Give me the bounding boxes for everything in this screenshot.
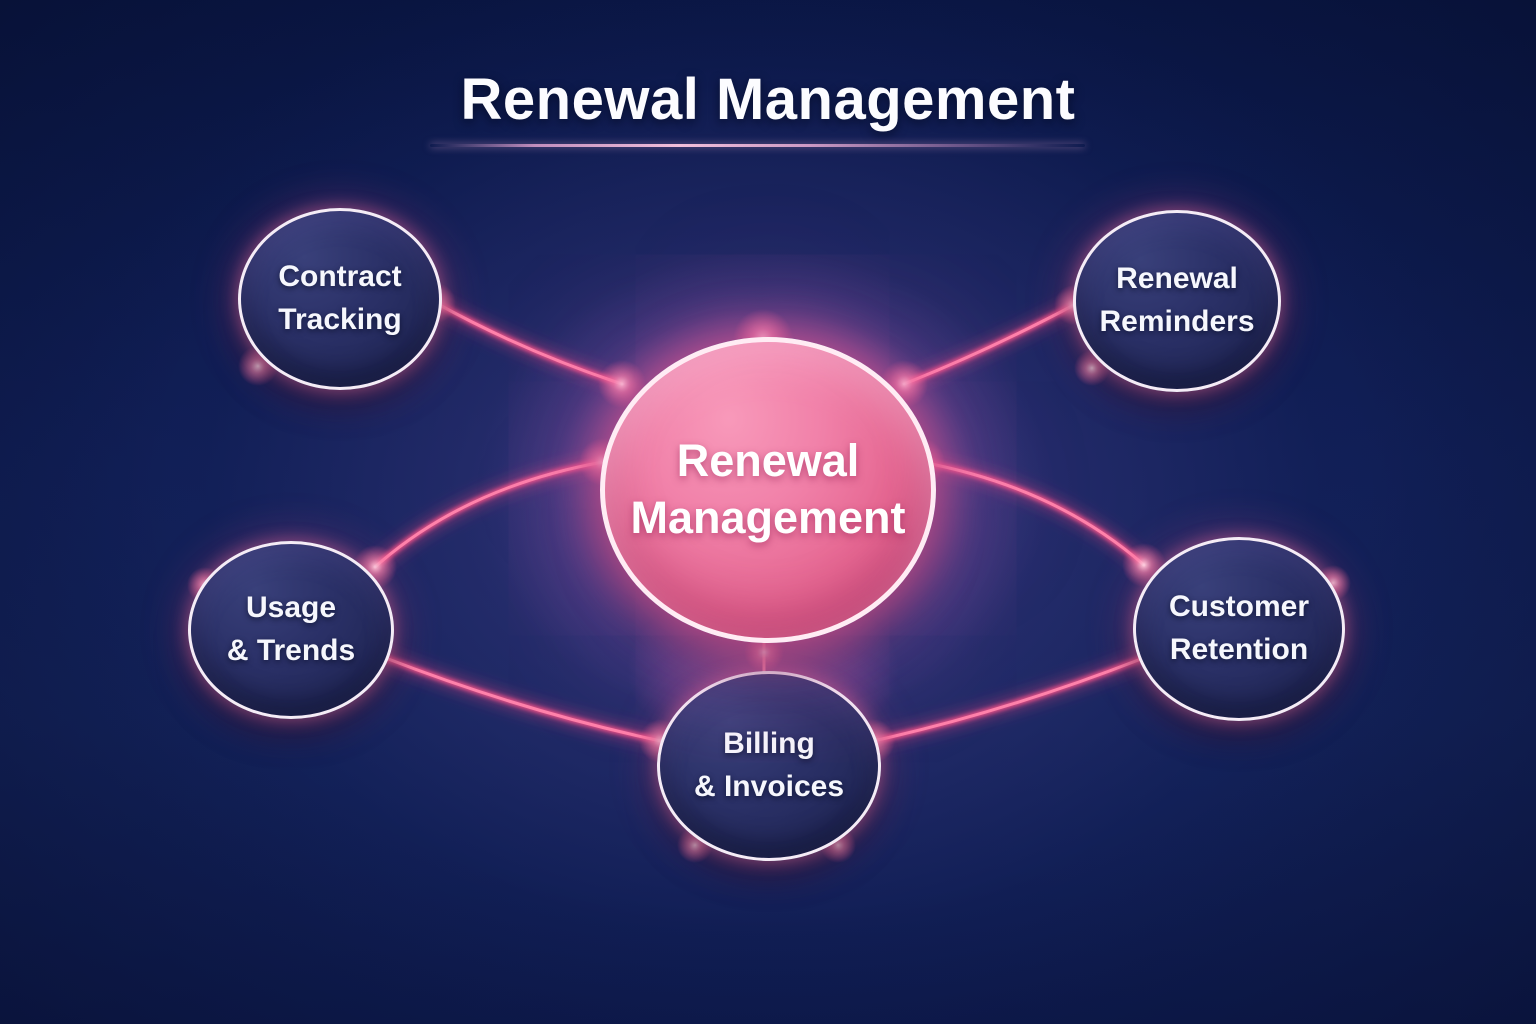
connector-center-to-customer-retention: [913, 454, 1152, 573]
connector-center-to-renewal-reminders: [896, 297, 1082, 392]
node-contract-tracking: Contract Tracking: [238, 208, 442, 390]
node-renewal-management-center: Renewal Management: [600, 337, 936, 643]
node-label-line: & Invoices: [693, 770, 845, 803]
connector-customer-retention-to-billing-invoices: [865, 651, 1149, 749]
connector-center-to-contract-tracking: [428, 295, 630, 392]
node-customer-retention: Customer Retention: [1133, 537, 1345, 721]
page-title: Renewal Management: [460, 67, 1076, 132]
node-label-line: Contract: [278, 260, 402, 294]
node-renewal-reminders: Renewal Reminders: [1073, 210, 1281, 392]
connector-center-to-usage-trends: [367, 454, 611, 575]
connector-usage-trends-to-billing-invoices: [375, 649, 669, 749]
node-label-line: & Trends: [226, 634, 356, 667]
node-label-line: Usage: [245, 591, 337, 625]
node-label-line: Tracking: [278, 303, 402, 336]
node-billing-invoices: Billing & Invoices: [657, 671, 881, 861]
node-label-line: Renewal: [1116, 262, 1238, 296]
node-label-line: Reminders: [1099, 305, 1255, 338]
node-usage-trends: Usage & Trends: [188, 541, 394, 719]
title-underline: [430, 144, 1085, 147]
node-label-line: Retention: [1169, 633, 1309, 666]
center-label-line: Management: [630, 492, 906, 543]
node-label-line: Customer: [1168, 590, 1310, 624]
center-label-line: Renewal: [676, 435, 860, 487]
node-label-line: Billing: [723, 727, 815, 761]
